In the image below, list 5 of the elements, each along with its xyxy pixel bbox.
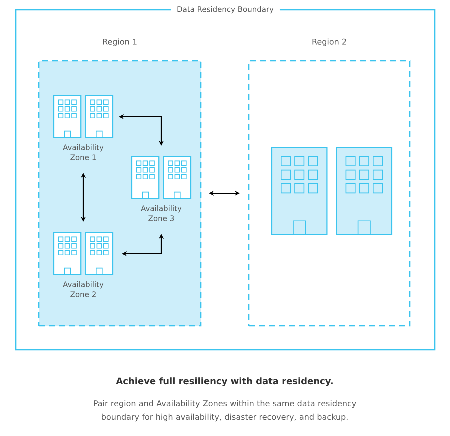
node-label: Region 1 <box>103 38 137 46</box>
building-drawing <box>271 147 393 236</box>
caption: Pair region and Availability Zones within the same data residency boundary for high availability, disaster recovery, and backup. <box>94 400 356 422</box>
node-label: Region 2 <box>312 38 346 46</box>
heading: Achieve full resiliency with data residency. <box>116 378 333 386</box>
